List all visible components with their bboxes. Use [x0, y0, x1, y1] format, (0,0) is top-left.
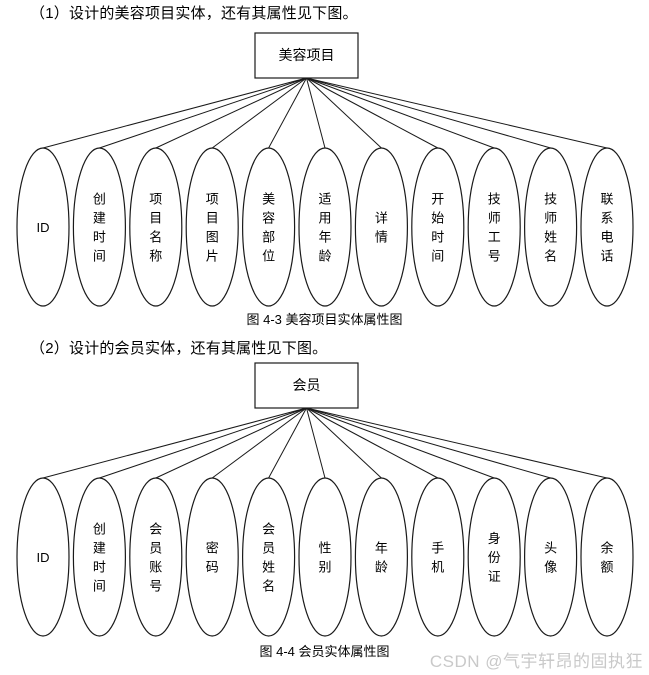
attribute-ellipse [129, 147, 183, 307]
connector-line [42, 77, 307, 149]
connector-line [306, 407, 495, 479]
attribute-label: 头像 [544, 541, 557, 575]
attribute-ellipse [523, 477, 578, 637]
connector-line [306, 407, 326, 479]
attribute-ellipse [185, 147, 239, 307]
paragraph-1: （1）设计的美容项目实体，还有其属性见下图。 [30, 5, 358, 22]
attribute-label: 适用年龄 [318, 192, 331, 264]
figure-caption-2: 图 4-4 会员实体属性图 [259, 644, 390, 659]
attribute-label: 联系电话 [600, 192, 613, 264]
connector-line [99, 77, 307, 149]
entity-label: 会员 [293, 377, 321, 393]
connector-line [42, 407, 307, 479]
attribute-ellipse [72, 147, 127, 307]
connector-line [306, 407, 608, 479]
connector-line [306, 407, 382, 479]
attribute-label: ID [37, 220, 50, 235]
attribute-ellipse [72, 477, 127, 637]
attribute-ellipse [242, 147, 296, 307]
entity-box [254, 32, 359, 79]
connector-line [99, 407, 307, 479]
attribute-ellipse [411, 477, 465, 637]
attribute-label: 密码 [206, 541, 219, 575]
attribute-ellipse [298, 477, 352, 637]
attribute-label: 身份证 [488, 531, 501, 584]
connector-line [306, 77, 439, 149]
entity-box [254, 362, 359, 409]
attribute-ellipse [242, 477, 296, 637]
connector-line [306, 407, 551, 479]
attribute-label: 项目名称 [149, 192, 162, 264]
attribute-label: ID [37, 550, 50, 565]
attribute-ellipse [185, 477, 239, 637]
connector-line [306, 77, 326, 149]
attribute-ellipse [129, 477, 183, 637]
er-diagram-member: ID 创建时间 会员账号 密码 会员姓名 性别 年龄 手机 身份证 头像 余额 会员 [0, 360, 649, 640]
attribute-label: 美容部位 [262, 192, 275, 264]
attribute-label: 会员姓名 [262, 522, 275, 594]
attribute-label: 创建时间 [93, 192, 106, 264]
attribute-label: 年龄 [375, 541, 388, 575]
attribute-ellipse [354, 477, 408, 637]
attribute-label: 技师工号 [488, 192, 501, 264]
er-diagram-canvas-2: ID 创建时间 会员账号 密码 会员姓名 性别 年龄 手机 身份证 头像 余额 会员 [16, 362, 634, 637]
connector-line [211, 77, 307, 149]
attribute-label: 余额 [600, 541, 613, 575]
figure-caption-1: 图 4-3 美容项目实体属性图 [246, 312, 403, 327]
connector-line [306, 77, 495, 149]
attribute-label: 项目图片 [206, 192, 219, 264]
paragraph-2: （2）设计的会员实体，还有其属性见下图。 [30, 340, 328, 357]
attribute-ellipse [298, 147, 352, 307]
connector-line [155, 77, 307, 149]
attribute-label: 详情 [375, 211, 388, 245]
attribute-label: 技师姓名 [544, 192, 557, 264]
attribute-ellipse [467, 147, 521, 307]
er-diagram-canvas-1: ID 创建时间 项目名称 项目图片 美容部位 适用年龄 详情 开始时间 技师工号 技师姓名 联系电话… [16, 32, 634, 307]
attribute-ellipse [411, 147, 465, 307]
connector-line [155, 407, 307, 479]
attribute-ellipse [467, 477, 521, 637]
connector-line [268, 77, 307, 149]
attribute-label: 性别 [318, 541, 331, 575]
attribute-ellipse [580, 477, 634, 637]
attribute-ellipse [354, 147, 408, 307]
attribute-label: 手机 [431, 541, 444, 575]
attribute-label: 创建时间 [93, 522, 106, 594]
connector-line [268, 407, 307, 479]
csdn-watermark: CSDN @气宇轩昂的固执狂 [429, 652, 643, 671]
connector-line [306, 77, 551, 149]
attribute-ellipse [16, 147, 70, 307]
attribute-ellipse [580, 147, 634, 307]
connector-line [306, 77, 382, 149]
attribute-ellipse [523, 147, 578, 307]
er-diagram-beauty-project: ID 创建时间 项目名称 项目图片 美容部位 适用年龄 详情 开始时间 技师工号 技师姓名 联系电话… [0, 30, 649, 310]
attribute-label: 会员账号 [149, 522, 162, 594]
connector-line [306, 407, 439, 479]
connector-line [306, 77, 608, 149]
connector-line [211, 407, 307, 479]
entity-label: 美容项目 [279, 47, 335, 63]
attribute-label: 开始时间 [431, 192, 444, 264]
attribute-ellipse [16, 477, 70, 637]
